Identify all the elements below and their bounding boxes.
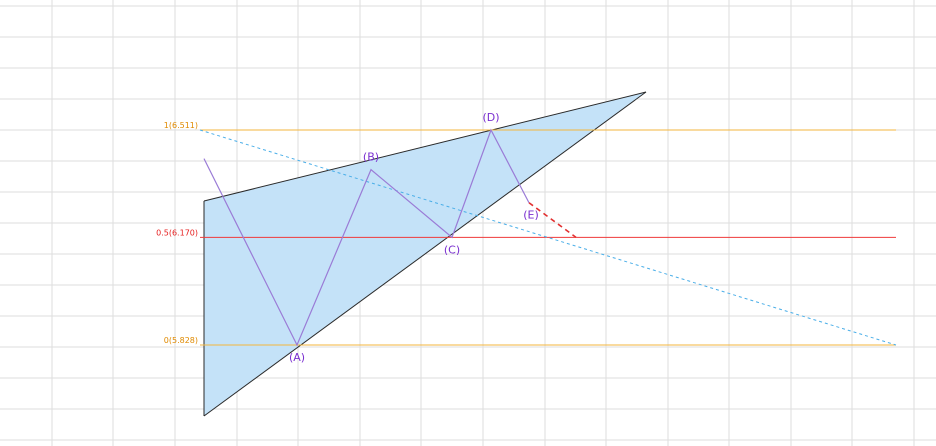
chart-labels: 1(6.511) 0.5(6.170) 0(5.828) (A) (B) (C) (D) (E… — [156, 111, 539, 364]
wave-point-label: (E) — [523, 209, 539, 222]
wave-point-label: (B) — [363, 151, 379, 164]
wave-point-label: (D) — [482, 111, 499, 124]
fib-level-label: 0(5.828) — [164, 336, 198, 345]
fib-level-label: 0.5(6.170) — [156, 228, 198, 237]
projection-line — [528, 202, 577, 238]
upper-trendline — [203, 91, 647, 202]
dashed-trendline — [199, 129, 897, 346]
wave-point-label: (C) — [444, 243, 460, 256]
fib-level-label: 1(6.511) — [164, 121, 198, 130]
wave-point-label: (A) — [289, 351, 305, 364]
lower-trendline — [203, 91, 647, 417]
chart-marks — [199, 91, 897, 417]
wave-path — [203, 128, 530, 347]
